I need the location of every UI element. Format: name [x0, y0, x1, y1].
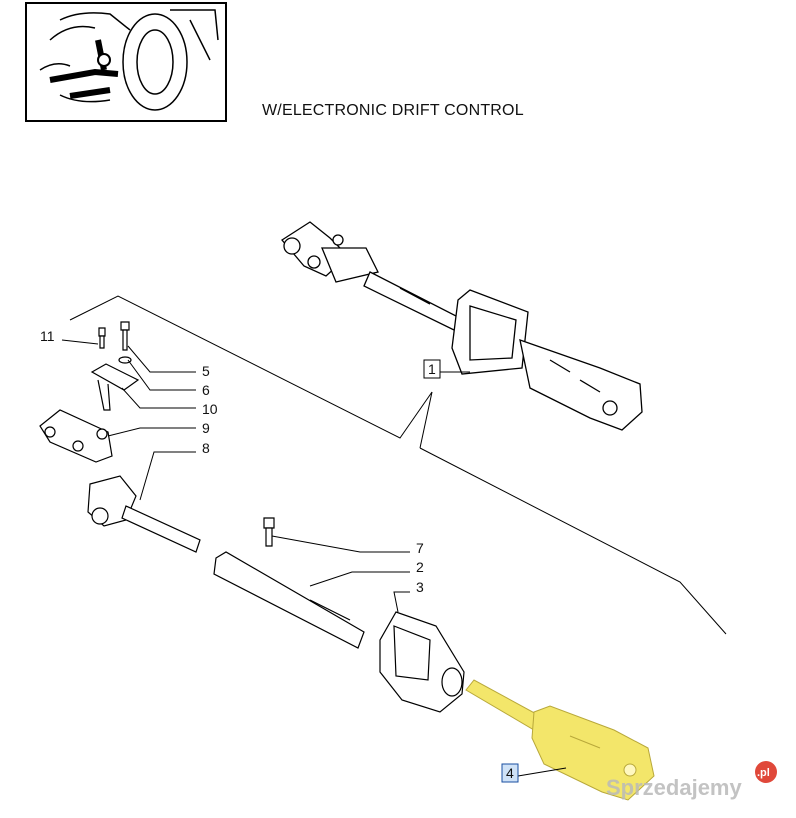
callout-1-box[interactable]: 1 [423, 359, 441, 379]
callout-1: 1 [428, 361, 436, 377]
callout-7: 7 [416, 540, 424, 556]
lower-link-assembly [281, 221, 643, 431]
watermark: Sprzedajemy .pl [606, 761, 777, 800]
caption: W/ELECTRONIC DRIFT CONTROL [262, 102, 524, 119]
callout-10: 10 [202, 401, 218, 417]
callout-3: 3 [416, 579, 424, 595]
callout-6: 6 [202, 382, 210, 398]
watermark-badge [755, 761, 777, 783]
watermark-text: Sprzedajemy [606, 775, 742, 800]
tractor-thumbnail [25, 2, 227, 122]
callout-2: 2 [416, 559, 424, 575]
callout-9: 9 [202, 420, 210, 436]
callout-11: 11 [40, 328, 55, 344]
frame-lines [69, 295, 727, 635]
callout-4-box[interactable]: 4 [501, 763, 519, 783]
callout-8: 8 [202, 440, 210, 456]
leader-lines [61, 339, 567, 777]
callout-5: 5 [202, 363, 210, 379]
watermark-suffix: .pl [757, 767, 770, 779]
highlighted-part-4[interactable] [465, 679, 655, 801]
callout-4: 4 [506, 765, 514, 781]
small-parts [39, 321, 465, 713]
